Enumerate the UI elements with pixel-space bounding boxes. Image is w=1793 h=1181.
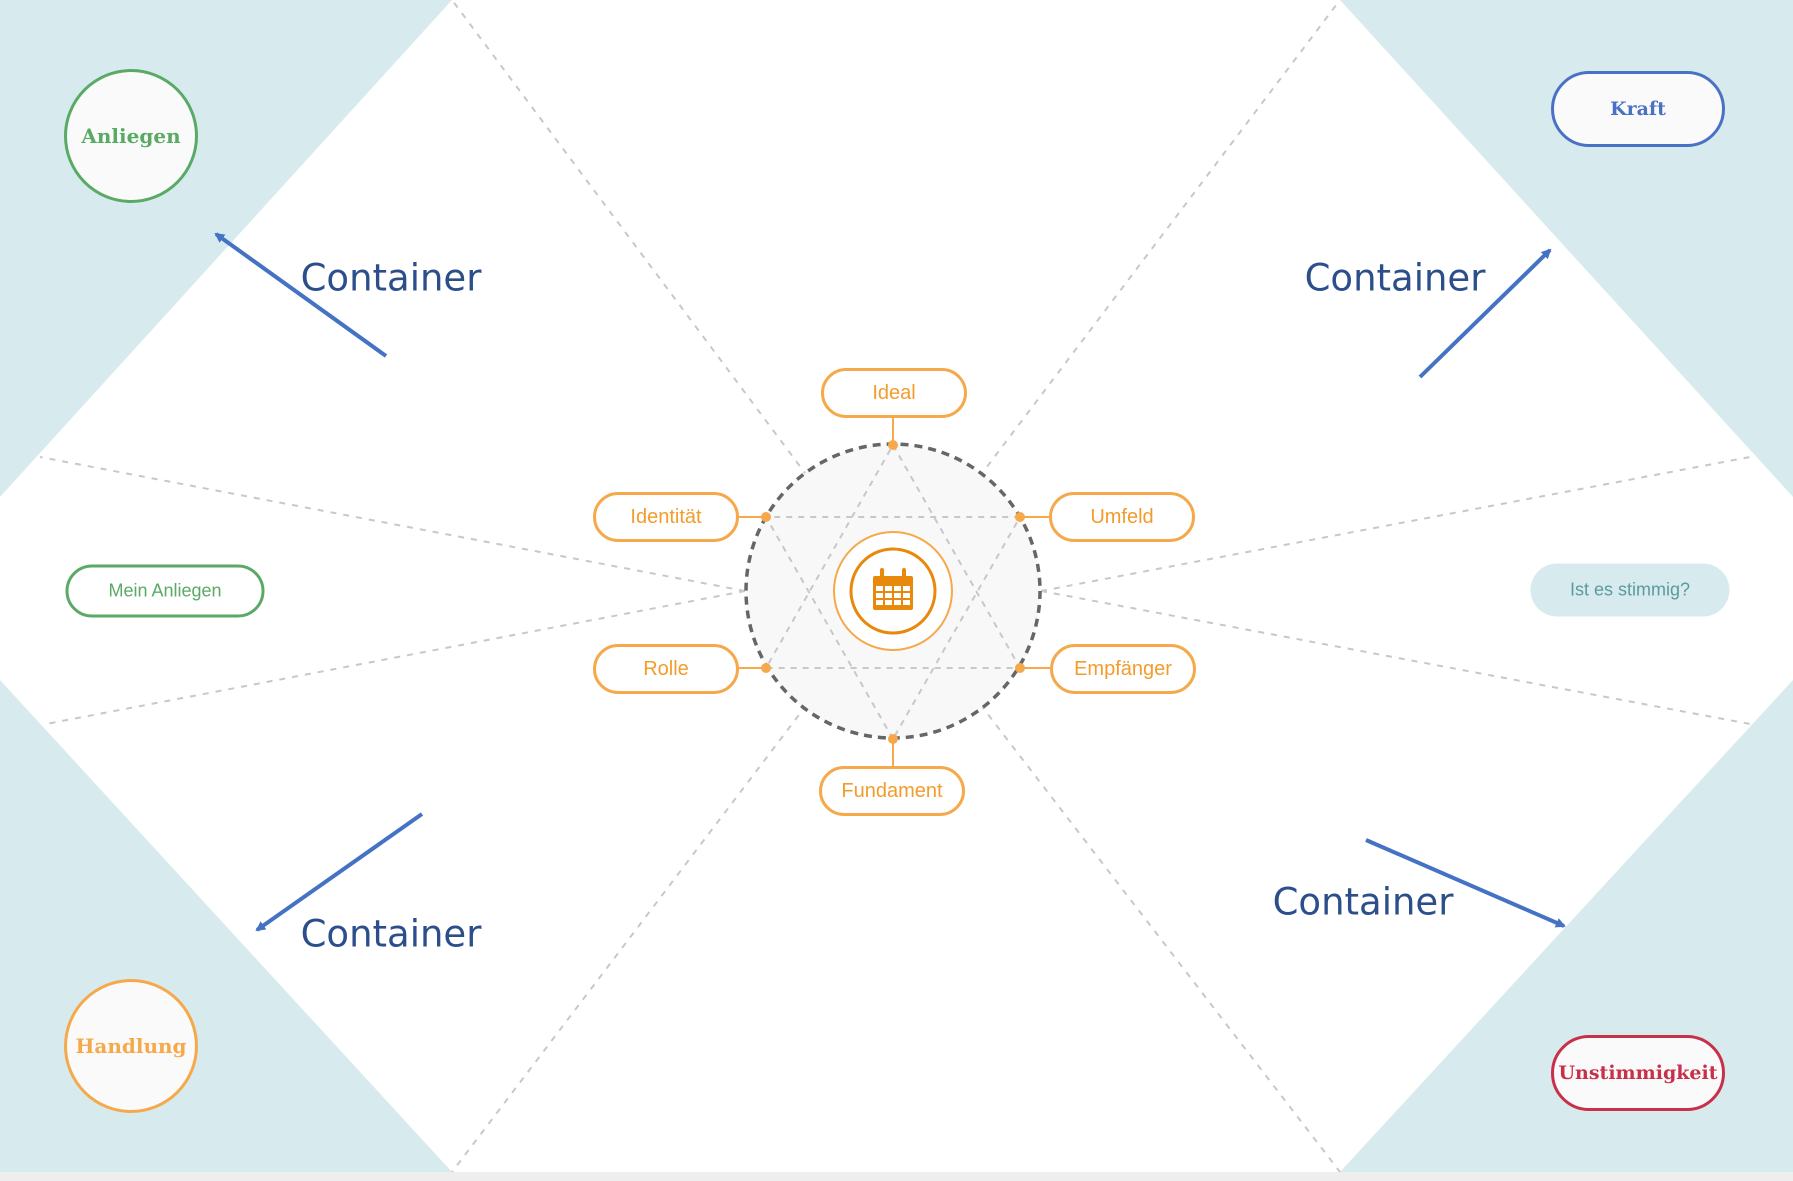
node-ideal[interactable]: Ideal bbox=[821, 368, 967, 418]
container-label-bottom-left: Container bbox=[300, 912, 482, 956]
container-label-top-left: Container bbox=[300, 256, 482, 300]
ist-es-stimmig-button[interactable]: Ist es stimmig? bbox=[1530, 563, 1730, 617]
node-fundament[interactable]: Fundament bbox=[819, 766, 965, 816]
mein-anliegen-button[interactable]: Mein Anliegen bbox=[65, 564, 265, 618]
arrow-top-left bbox=[214, 232, 388, 358]
node-umfeld[interactable]: Umfeld bbox=[1049, 492, 1195, 542]
node-rolle[interactable]: Rolle bbox=[593, 644, 739, 694]
node-identitaet[interactable]: Identität bbox=[593, 492, 739, 542]
anliegen-node[interactable]: Anliegen bbox=[64, 69, 198, 203]
unstimmigkeit-node[interactable]: Unstimmigkeit bbox=[1551, 1035, 1725, 1111]
arrow-bottom-left bbox=[255, 812, 424, 932]
container-label-bottom-right: Container bbox=[1272, 880, 1454, 924]
kraft-node[interactable]: Kraft bbox=[1551, 71, 1725, 147]
handlung-node[interactable]: Handlung bbox=[64, 979, 198, 1113]
arrow-top-right bbox=[1418, 248, 1552, 379]
arrow-bottom-right bbox=[1365, 838, 1566, 928]
container-label-top-right: Container bbox=[1304, 256, 1486, 300]
calendar-icon bbox=[873, 568, 913, 610]
node-dots bbox=[761, 440, 1025, 744]
node-empfaenger[interactable]: Empfänger bbox=[1050, 644, 1196, 694]
star-of-david bbox=[764, 442, 1022, 742]
